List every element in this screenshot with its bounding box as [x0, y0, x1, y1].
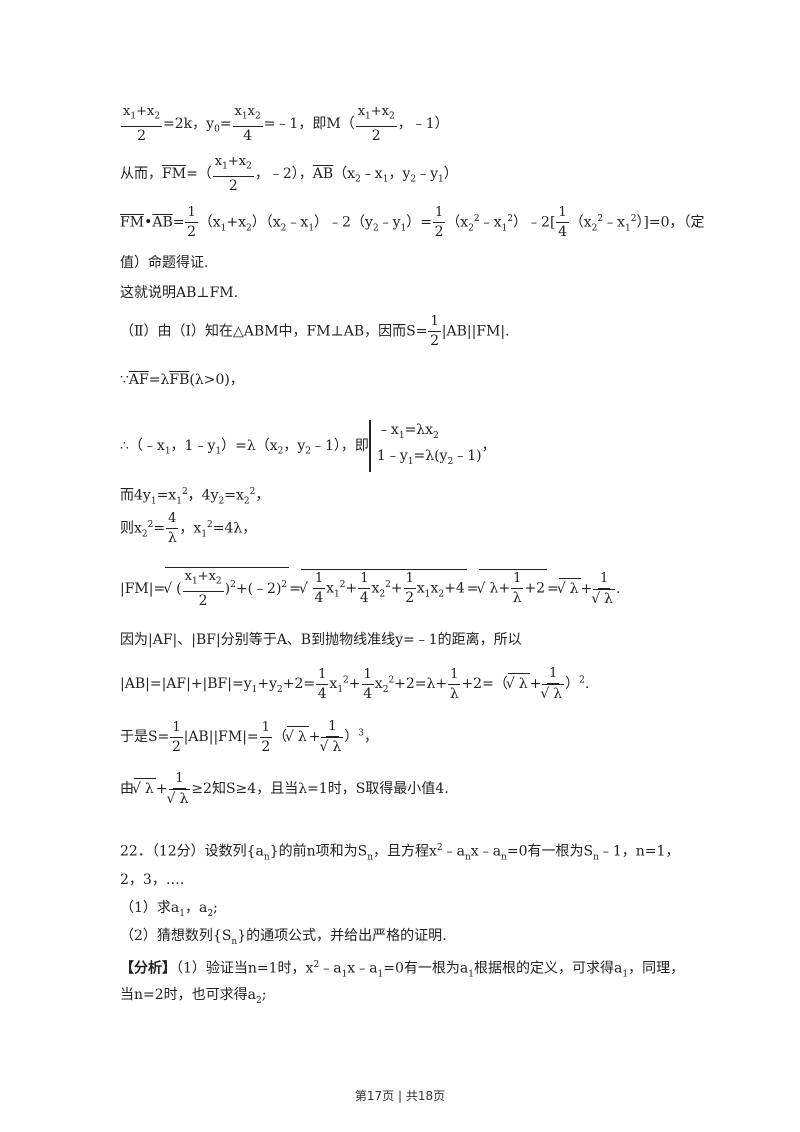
text-line: 【分析】（1）验证当n=1时，x2﹣a1x﹣a1=0有一根为a1根据根的定义，可…	[120, 960, 685, 980]
page-footer: 第17页 | 共18页	[354, 1089, 446, 1103]
text-line: 这就说明AB⊥FM.	[120, 285, 239, 301]
text-line: （2）猜想数列{Sn}的通项公式，并给出严格的证明.	[120, 928, 447, 947]
text-line: 值）命题得证.	[120, 255, 209, 271]
text-line: 因为|AF|、|BF|分别等于A、B到抛物线准线y=﹣1的距离，所以	[120, 632, 522, 648]
text-line: 22．（12分）设数列{an}的前n项和为Sn，且方程x2﹣anx﹣an=0有一…	[120, 843, 680, 863]
text-line: 2，3，….	[120, 872, 185, 888]
text-line: |FM|=(x1+x22)2+(﹣2)2=14x12+14x22+12x1x2+…	[120, 567, 690, 610]
text-line: 由λ+1λ≥2知S≥4，且当λ=1时，S取得最小值4.	[120, 770, 690, 808]
text-line: （1）求a1，a2;	[120, 900, 218, 919]
text-line: 而4y1=x12，4y2=x22，	[120, 487, 270, 507]
text-line: 当n=2时，也可求得a2;	[120, 987, 267, 1006]
text-line: 于是S=12|AB||FM|=12（λ+1λ）3，	[120, 718, 690, 756]
text-line: ∵AF=λFB(λ>0)，	[120, 372, 244, 388]
